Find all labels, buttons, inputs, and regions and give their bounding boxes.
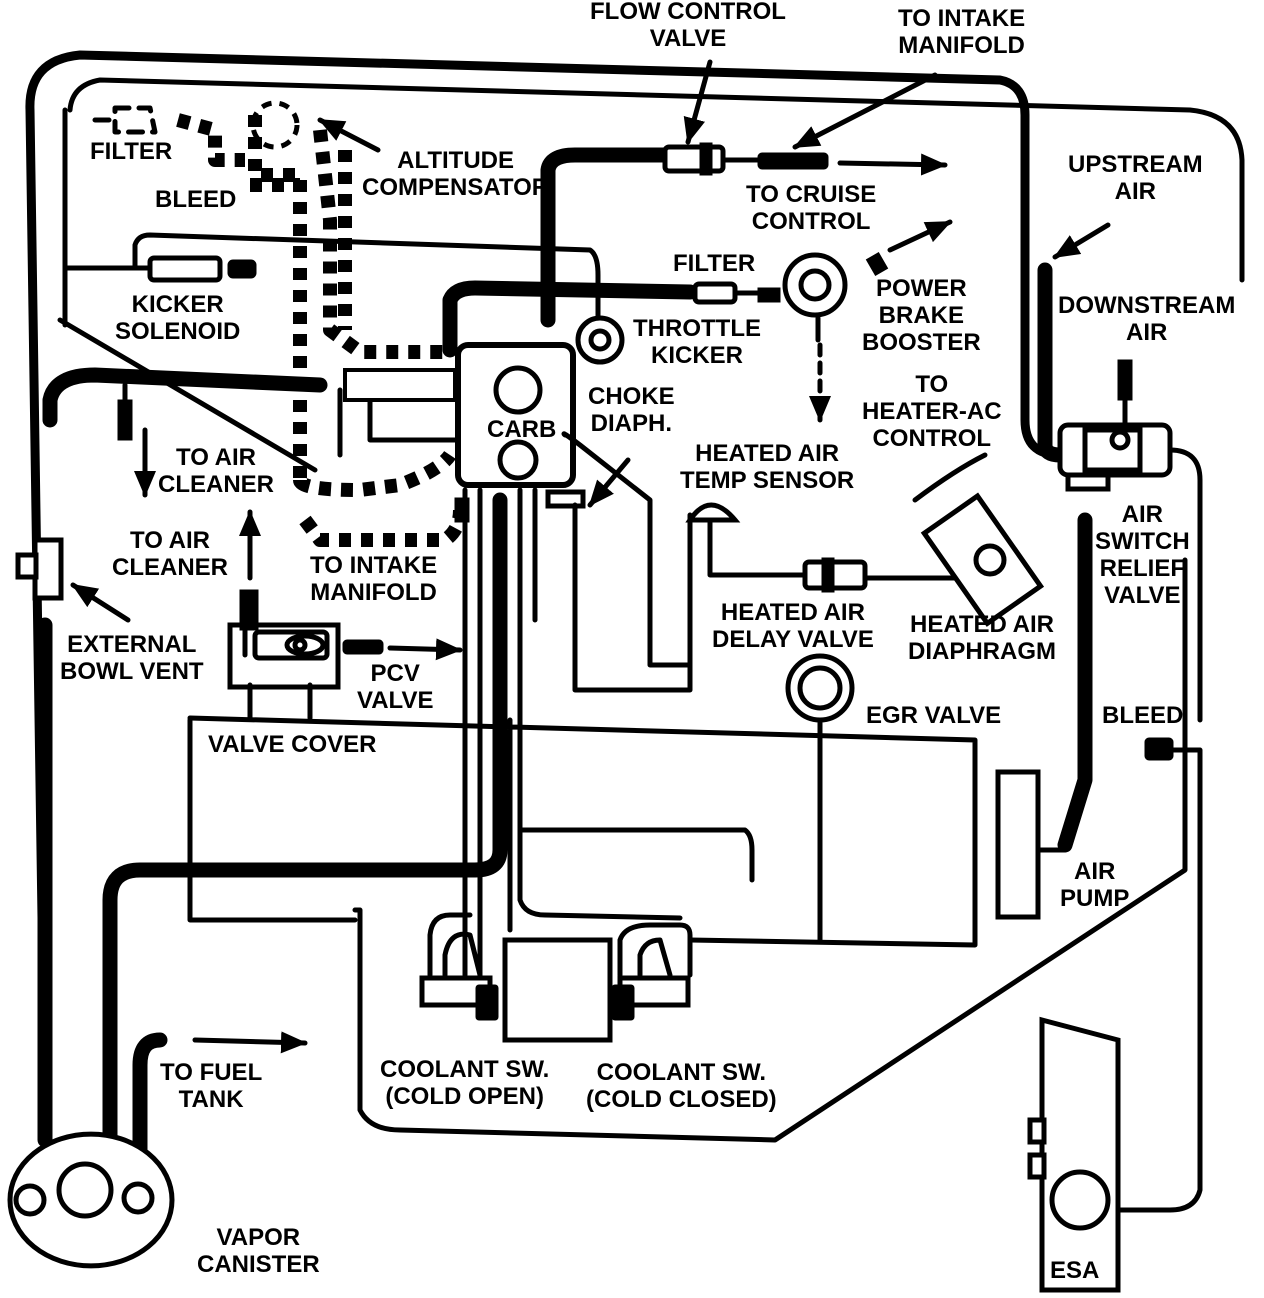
label-coolant-sw-cold-open: COOLANT SW.(COLD OPEN) [380,1056,550,1110]
coolant-switch-block [502,937,613,1043]
label-esa: ESA [1050,1257,1100,1284]
choke-line [561,431,693,668]
label-carb: CARB [487,416,557,443]
altitude-compensator [250,100,300,150]
label-valve-cover: VALVE COVER [208,731,377,758]
heated-air-delay-valve [802,559,868,591]
label-filter-top-left: FILTER [90,138,173,165]
carb-to-canister-hose [102,492,508,1158]
upstream-air-arrow [1052,222,1111,260]
filter-mid [692,281,738,305]
label-bleed-right: BLEED [1102,702,1184,729]
to-intake-manifold-top-arrow [792,72,938,150]
vapor-hose-top [42,367,328,428]
label-coolant-sw-cold-closed: COOLANT SW.(COLD CLOSED) [586,1059,777,1113]
carburetor [455,342,576,488]
carb-upper-port [493,365,543,415]
flow-control-valve-arrow [683,59,713,145]
external-bowl-vent [32,537,64,601]
flow-control-valve-cap [699,142,713,176]
cruise-control-hose [540,147,673,328]
power-brake-booster-arrow [887,219,953,253]
altitude-compensator-arrow [317,117,381,153]
coolant-switch-cold-open [419,975,493,1008]
kicker-solenoid [147,255,223,283]
heated-air-temp-sensor [685,502,741,523]
label-bleed-top: BLEED [155,186,237,213]
carb-lower-port [497,439,539,481]
air-pump-hose [1057,512,1093,853]
upper-vacuum-line [67,77,1245,283]
valve-cover-outline [187,715,978,948]
kicker-line [62,232,601,323]
choke-diaph-arrow [587,457,631,508]
brake-booster-hose [442,280,698,358]
esa [1039,1016,1121,1293]
to-cruise-control-arrow [837,153,948,176]
outer-vacuum-loop [25,50,1065,1125]
to-fuel-tank-arrow [192,1031,308,1054]
label-filter-mid: FILTER [673,250,756,277]
kicker-solenoid-connector [227,259,257,279]
external-bowl-vent-arrow [70,582,131,623]
coolant-switch-loops [427,912,693,978]
diagonal-vacuum-line [57,317,318,473]
bleed-right-connector [1144,737,1174,761]
heated-air-sensor-line [572,502,808,693]
to-intake-manifold-dashed [293,450,467,547]
engine-block-outline [187,557,1188,1143]
pcv-valve-arrow [387,638,463,661]
vapor-canister-fuel-tank-hose [132,1032,168,1158]
altitude-compensator-dashed-line [176,113,450,480]
downstream-air-hose [1037,262,1068,463]
air-pump [995,769,1041,920]
label-egr-valve: EGR VALVE [866,702,1002,729]
cruise-control-connector [757,152,829,170]
filter-top-left-outline [92,105,158,135]
flow-control-valve [662,144,726,174]
